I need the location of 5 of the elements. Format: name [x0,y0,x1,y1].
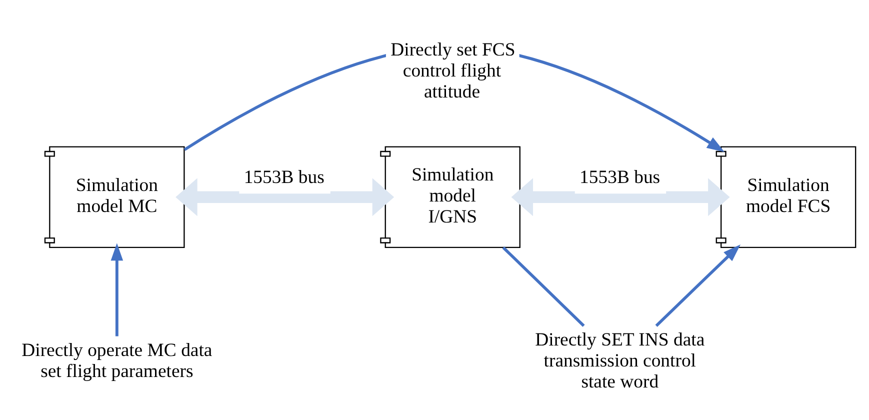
node-text: Directly SET INS data transmission control state word [535,329,705,393]
edge-label: Directly set FCS control flight attitude [390,39,516,102]
edge-label: 1553B bus [580,166,660,188]
edge-label: 1553B bus [244,166,324,188]
node-text: Directly operate MC data set flight parameters [22,340,212,382]
